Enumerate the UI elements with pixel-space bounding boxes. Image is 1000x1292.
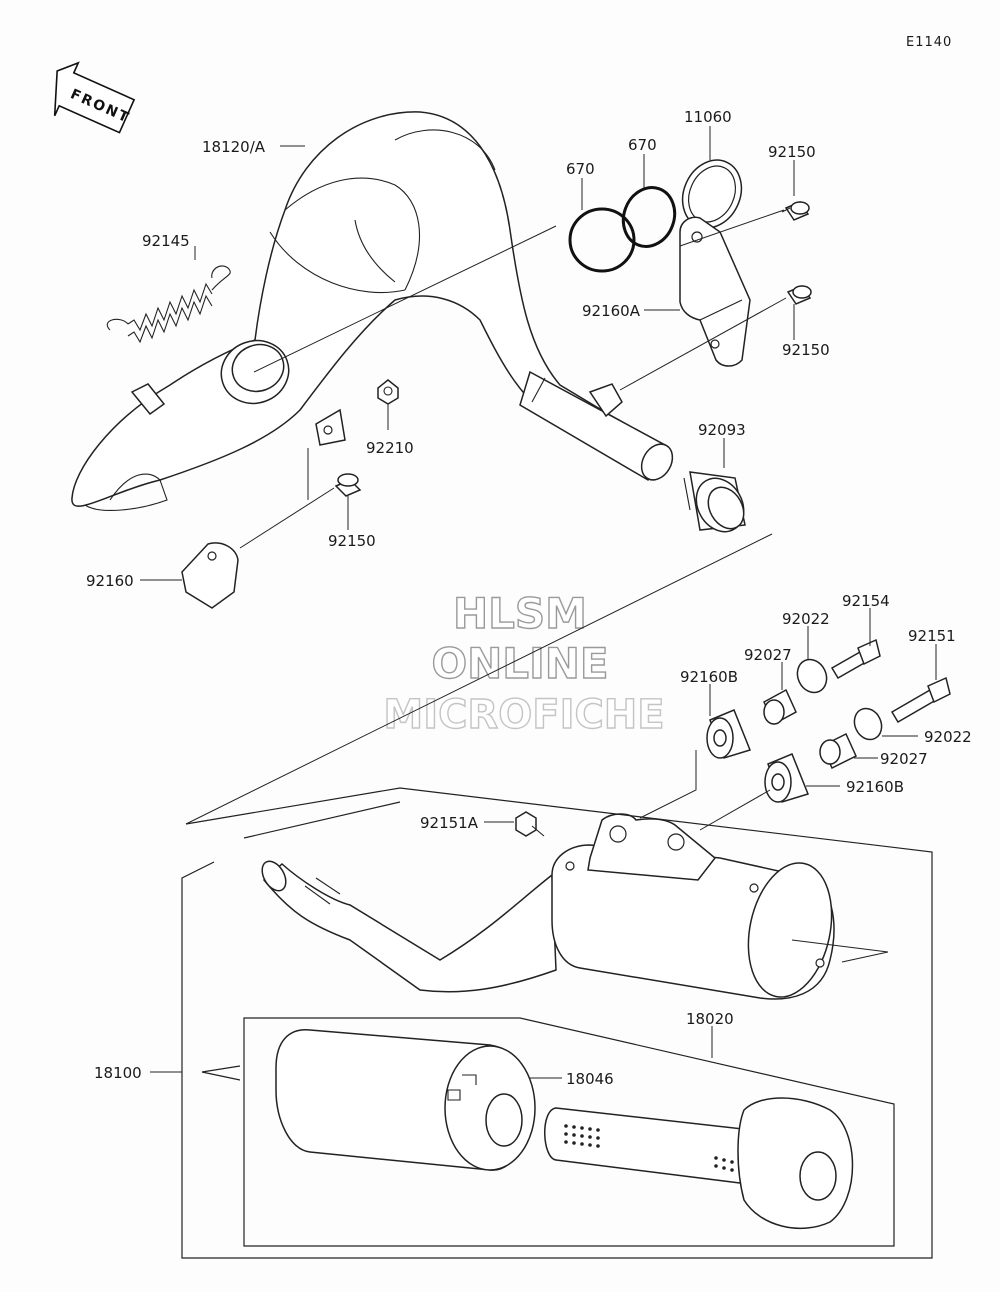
spring-part [106, 265, 231, 344]
label-92160b-left: 92160B [680, 668, 738, 686]
label-18046: 18046 [566, 1070, 614, 1088]
label-92160a: 92160A [582, 302, 641, 320]
bolt-92150-top [781, 201, 810, 221]
nut-92210 [377, 379, 399, 405]
grommet-92160b-left [706, 709, 751, 759]
bolt-92151a [515, 811, 545, 837]
label-92160b-right: 92160B [846, 778, 904, 796]
label-92145: 92145 [142, 232, 190, 250]
bracket-92160 [181, 542, 239, 609]
label-92150-low: 92150 [328, 532, 376, 550]
label-92151: 92151 [908, 627, 956, 645]
bracket-92160a [679, 216, 751, 367]
label-670-right: 670 [628, 136, 657, 154]
bolt-92150-mid [786, 285, 812, 305]
assembly-frames [181, 787, 933, 1259]
label-670-left: 670 [566, 160, 595, 178]
grommet-92160b-right [764, 753, 809, 803]
bolt-92154 [830, 638, 881, 680]
muffler-assembly [261, 813, 835, 1000]
label-92027-right: 92027 [880, 750, 928, 768]
label-18120a: 18120/A [202, 138, 266, 156]
collar-92027-right [819, 732, 857, 770]
part-labels: 18120/A 92145 670 670 11060 92150 92160A… [86, 108, 972, 1088]
leader-lines [140, 126, 937, 1079]
label-92210: 92210 [366, 439, 414, 457]
watermark: HLSM ONLINE MICROFICHE [383, 588, 666, 738]
washer-92022-right [853, 707, 883, 741]
o-ring-670-right [621, 186, 677, 248]
label-92093: 92093 [698, 421, 746, 439]
watermark-line-1: HLSM [453, 589, 587, 638]
label-92151a: 92151A [420, 814, 479, 832]
label-92150-mid: 92150 [782, 341, 830, 359]
label-18100: 18100 [94, 1064, 142, 1082]
o-ring-670-left [568, 207, 636, 273]
watermark-line-3: MICROFICHE [383, 692, 664, 738]
label-18020: 18020 [686, 1010, 734, 1028]
front-arrow-icon: FRONT [53, 61, 136, 134]
label-92027-top: 92027 [744, 646, 792, 664]
bolt-92151 [890, 676, 951, 724]
gasket-11060 [681, 159, 743, 229]
label-92160: 92160 [86, 572, 134, 590]
label-92150-top: 92150 [768, 143, 816, 161]
label-11060: 11060 [684, 108, 732, 126]
bolt-92150-low [334, 473, 362, 497]
watermark-line-2: ONLINE [431, 639, 608, 688]
washer-92022-top [796, 658, 828, 694]
joint-92093 [683, 471, 746, 533]
diagram-code: E1140 [906, 35, 952, 50]
collar-92027-top [763, 688, 797, 726]
label-92154: 92154 [842, 592, 890, 610]
exhaust-header-pipe [71, 111, 674, 511]
silencer-parts [275, 1029, 854, 1230]
label-92022-top: 92022 [782, 610, 830, 628]
label-92022-right: 92022 [924, 728, 972, 746]
